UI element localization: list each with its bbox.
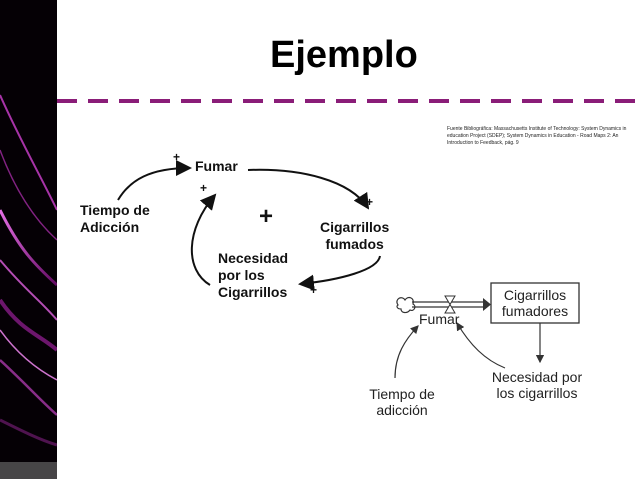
cloud-source — [396, 296, 416, 314]
polarity-sign: + — [310, 283, 318, 297]
arrow-fumar-to-cigarrillos — [247, 168, 370, 210]
necesidad-label: Necesidad por los cigarrillos — [482, 369, 592, 401]
flow-valve-icon — [444, 295, 456, 314]
arrow-cigarrillos-to-necesidad — [298, 255, 381, 291]
node-text-line: por los — [218, 267, 265, 283]
node-necesidad: Necesidad por los Cigarrillos — [218, 250, 288, 301]
source-note: Fuente Bibliográfica: Massachusetts Inst… — [447, 126, 627, 146]
purple-streaks-graphic — [0, 94, 57, 479]
node-tiempo-adiccion: Tiempo de Adicción — [80, 202, 150, 236]
node-text-line: adicción — [376, 402, 428, 418]
node-text-line: Cigarrillos — [218, 284, 288, 300]
node-text-line: Tiempo de — [80, 202, 150, 218]
arrow-necesidad-to-fumar — [190, 193, 217, 286]
arrow-necesidad-to-fumar-sf — [456, 321, 506, 369]
tiempo-adiccion-label: Tiempo de adicción — [357, 386, 447, 418]
node-text-line: Cigarrillos — [320, 219, 390, 235]
dashed-divider — [57, 99, 638, 103]
decorative-sidebar — [0, 0, 57, 479]
node-text-line: Cigarrillos — [503, 287, 567, 303]
polarity-sign: + — [366, 195, 374, 209]
slide-canvas — [57, 0, 638, 479]
stock-label: Cigarrillos fumadores — [491, 287, 579, 319]
node-text-line: fumados — [325, 236, 384, 252]
arrow-tiempo-to-fumar — [117, 160, 192, 201]
slide-title: Ejemplo — [270, 34, 418, 76]
node-text-line: Tiempo de — [369, 386, 435, 402]
node-text-line: Necesidad por — [491, 369, 583, 385]
node-text-line: Adicción — [80, 219, 140, 235]
node-text-line: los cigarrillos — [496, 385, 578, 401]
stock-box — [490, 282, 580, 324]
node-cigarrillos-fumados: Cigarrillos fumados — [320, 219, 389, 253]
loop-polarity-sign: + — [259, 203, 274, 230]
node-fumar: Fumar — [195, 158, 238, 174]
polarity-sign: + — [200, 181, 208, 195]
polarity-sign: + — [173, 150, 181, 164]
arrow-tiempo-to-fumar-sf — [394, 325, 419, 379]
flow-label: Fumar — [419, 311, 460, 327]
node-text-line: Necesidad — [218, 250, 289, 266]
node-text-line: fumadores — [501, 303, 569, 319]
